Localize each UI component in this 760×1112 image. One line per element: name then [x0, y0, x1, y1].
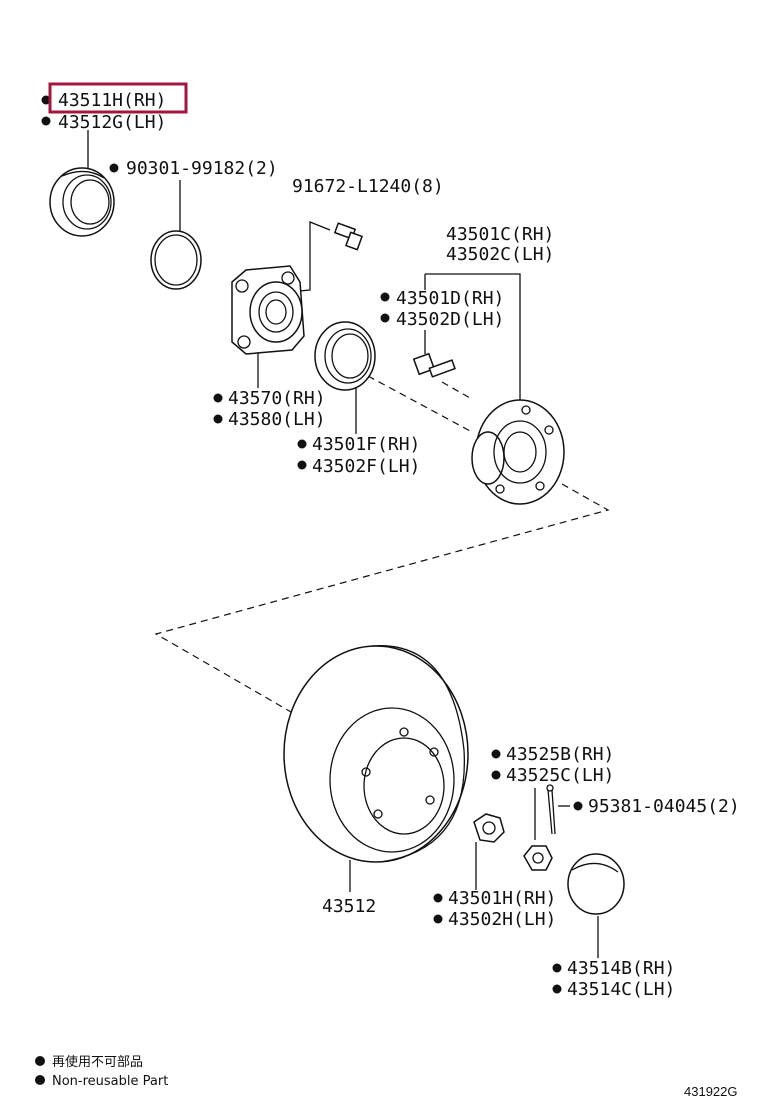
highlight-box [48, 82, 188, 114]
o-ring-drawing [150, 230, 202, 290]
part-label-43502h[interactable]: 43502H(LH) [448, 909, 556, 930]
part-label-43502c[interactable]: 43502C(LH) [446, 244, 554, 265]
oil-seal-drawing [49, 167, 115, 237]
non-reusable-bullet [552, 984, 562, 994]
non-reusable-bullet [433, 914, 443, 924]
cotter-pin-drawing [546, 784, 556, 835]
non-reusable-bullet [552, 963, 562, 973]
part-label-43512g[interactable]: 43512G(LH) [58, 112, 166, 133]
non-reusable-bullet [380, 313, 390, 323]
non-reusable-bullet [380, 292, 390, 302]
non-reusable-bullet [297, 439, 307, 449]
grease-cap-drawing [567, 853, 625, 915]
non-reusable-bullet [491, 770, 501, 780]
legend-bullet [35, 1075, 45, 1085]
part-label-43501d[interactable]: 43501D(RH) [396, 288, 504, 309]
non-reusable-bullet [41, 95, 51, 105]
non-reusable-bullet [491, 749, 501, 759]
bolt-drawing [333, 222, 363, 251]
legend: 再使用不可部品 Non-reusable Part [35, 1054, 168, 1089]
part-label-43580[interactable]: 43580(LH) [228, 409, 326, 430]
diagram-code: 431922G [684, 1084, 738, 1099]
bearing-housing-drawing [231, 265, 305, 355]
axle-hub-drawing [471, 399, 565, 505]
non-reusable-bullet [213, 393, 223, 403]
part-label-95381[interactable]: 95381-04045(2) [588, 796, 740, 817]
non-reusable-bullet [573, 801, 583, 811]
legend-jp-text: 再使用不可部品 [52, 1054, 143, 1070]
part-label-43570[interactable]: 43570(RH) [228, 388, 326, 409]
leader-lines [87, 130, 599, 958]
hub-nut-drawing [473, 813, 505, 843]
part-label-43525c[interactable]: 43525C(LH) [506, 765, 614, 786]
non-reusable-bullet [297, 460, 307, 470]
part-label-43514b[interactable]: 43514B(RH) [567, 958, 675, 979]
part-label-43501h[interactable]: 43501H(RH) [448, 888, 556, 909]
part-label-91672[interactable]: 91672-L1240(8) [292, 176, 444, 197]
part-label-90301[interactable]: 90301-99182(2) [126, 158, 278, 179]
part-label-43502d[interactable]: 43502D(LH) [396, 309, 504, 330]
part-label-43502f[interactable]: 43502F(LH) [312, 456, 420, 477]
part-label-43525b[interactable]: 43525B(RH) [506, 744, 614, 765]
nut-lock-cap-drawing [523, 845, 553, 871]
part-label-43501f[interactable]: 43501F(RH) [312, 434, 420, 455]
legend-en-text: Non-reusable Part [52, 1074, 168, 1089]
part-label-43501c[interactable]: 43501C(RH) [446, 224, 554, 245]
non-reusable-bullet [109, 163, 119, 173]
part-labels: 43511H(RH) 43512G(LH) 90301-99182(2) 916… [41, 82, 740, 1000]
legend-bullet [35, 1056, 45, 1066]
non-reusable-bullet [41, 116, 51, 126]
assembly-lines [154, 375, 610, 717]
part-label-43514c[interactable]: 43514C(LH) [567, 979, 675, 1000]
dust-seal-drawing [314, 321, 376, 391]
part-label-43511h[interactable]: 43511H(RH) [58, 90, 166, 111]
brake-disc-drawing [283, 645, 469, 863]
hub-bolt-drawing [412, 352, 456, 378]
non-reusable-bullet [433, 893, 443, 903]
part-label-43512[interactable]: 43512 [322, 896, 376, 917]
non-reusable-bullet [213, 414, 223, 424]
